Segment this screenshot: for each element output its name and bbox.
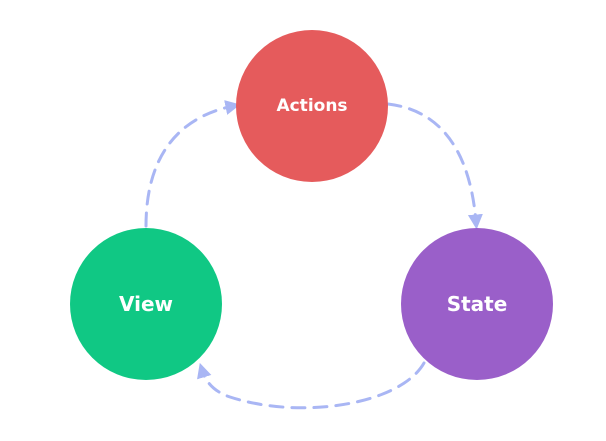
state-label: State [447, 292, 508, 316]
arrow-actions-to-state [386, 102, 483, 230]
actions-label: Actions [276, 96, 347, 116]
actions-circle [236, 30, 388, 182]
view-node: View [70, 228, 222, 380]
view-circle [70, 228, 222, 380]
state-node: State [401, 228, 553, 380]
view-label: View [119, 292, 173, 316]
state-circle [401, 228, 553, 380]
actions-node: Actions [236, 30, 388, 182]
arrow-view-to-actions [144, 100, 241, 228]
arrow-state-to-view [197, 361, 426, 410]
